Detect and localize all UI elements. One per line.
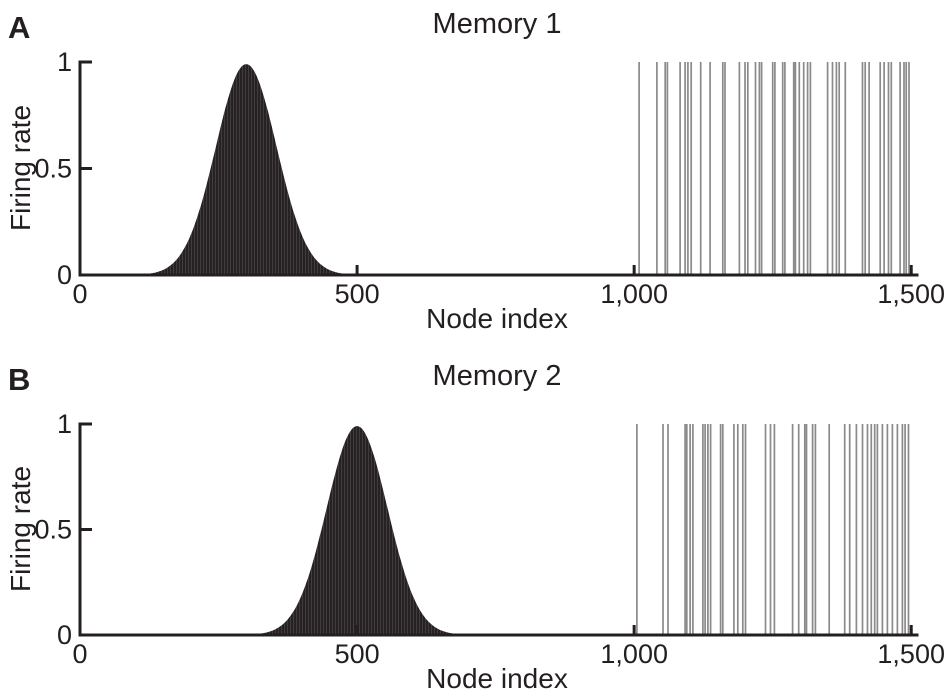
tick-labels: 0 500 1,000 1,500 0 0.5 1 [34,409,945,669]
memory2-chart: B Memory 2 Firing rate Node index 0 500 1,… [5,360,945,694]
y-tick-label: 0.5 [34,515,72,545]
x-tick-label: 1,500 [877,639,945,669]
gaussian-bump [142,64,350,275]
x-axis-label: Node index [426,663,568,694]
axes [78,60,919,277]
y-tick-label: 1 [57,409,72,439]
x-axis-label: Node index [426,303,568,334]
tick-labels: 0 500 1,000 1,500 0 0.5 1 [34,47,945,309]
spike-raster [638,62,910,275]
y-tick-label: 0 [57,620,72,650]
spike-raster [636,424,910,635]
gaussian-bump [253,426,461,635]
x-tick-label: 0 [72,639,87,669]
panel-a: A Memory 1 Firing rate Node index 0 500 1,… [5,8,945,334]
x-tick-label: 500 [335,279,380,309]
chart-title: Memory 2 [433,360,562,392]
y-axis-label: Firing rate [5,105,36,231]
y-tick-label: 0 [57,260,72,290]
y-tick-label: 0.5 [34,154,72,184]
y-axis-label: Firing rate [5,466,36,592]
y-tick-label: 1 [57,47,72,77]
chart-title: Memory 1 [433,8,562,40]
panel-b: B Memory 2 Firing rate Node index 0 500 1,… [0,348,945,696]
x-tick-label: 1,500 [877,279,945,309]
x-tick-label: 1,000 [600,279,668,309]
panel-letter-b: B [8,362,30,397]
memory1-chart: A Memory 1 Firing rate Node index 0 500 1,… [5,8,945,334]
x-tick-label: 1,000 [600,639,668,669]
panel-letter-a: A [8,10,30,45]
x-tick-label: 500 [335,639,380,669]
axes [78,422,919,637]
x-tick-label: 0 [72,279,87,309]
